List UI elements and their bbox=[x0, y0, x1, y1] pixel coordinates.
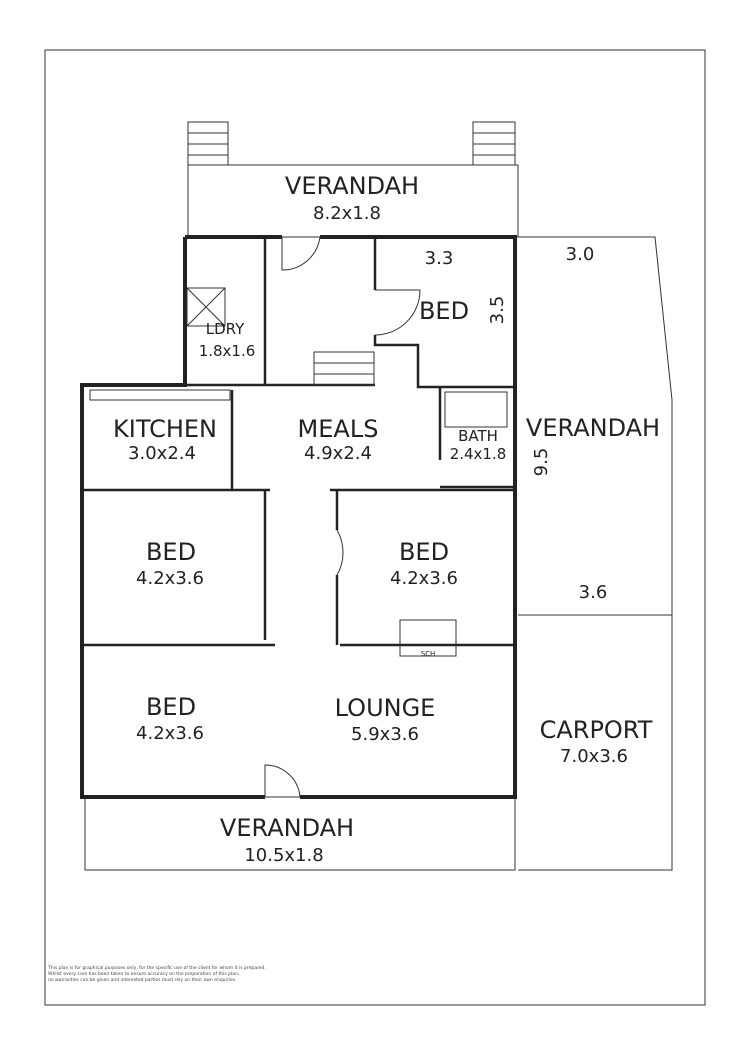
lounge-name: LOUNGE bbox=[335, 694, 436, 722]
disclaimer-line: This plan is for graphical purposes only… bbox=[48, 966, 266, 971]
bed-mid-size: 4.2x3.6 bbox=[390, 568, 458, 589]
page-border bbox=[44, 49, 706, 1006]
ldry-size: 1.8x1.6 bbox=[199, 342, 256, 360]
bed-top-name: BED bbox=[419, 297, 469, 325]
verandah-side-length: 9.5 bbox=[531, 448, 552, 477]
verandah-bottom-size: 10.5x1.8 bbox=[244, 845, 323, 866]
disclaimer-line: no warranties can be given and intereste… bbox=[48, 978, 237, 983]
bath-size: 2.4x1.8 bbox=[450, 445, 507, 463]
bed-bottom-size: 4.2x3.6 bbox=[136, 723, 204, 744]
verandah-side-width-top: 3.0 bbox=[566, 244, 595, 265]
carport-size: 7.0x3.6 bbox=[560, 746, 628, 767]
verandah-top-name: VERANDAH bbox=[285, 172, 419, 200]
heater-label: SCH bbox=[421, 650, 436, 658]
meals-size: 4.9x2.4 bbox=[304, 443, 372, 464]
verandah-side-name: VERANDAH bbox=[526, 414, 660, 442]
lounge-size: 5.9x3.6 bbox=[351, 724, 419, 745]
disclaimer-line: Whilst every care has been taken to ensu… bbox=[48, 972, 240, 977]
verandah-side-outline bbox=[518, 236, 673, 871]
bed-bottom-name: BED bbox=[146, 693, 196, 721]
disclaimer: This plan is for graphical purposes only… bbox=[48, 966, 348, 984]
bed-left-name: BED bbox=[146, 538, 196, 566]
bed-left-size: 4.2x3.6 bbox=[136, 568, 204, 589]
ldry-name: LDRY bbox=[206, 320, 245, 338]
interior-walls bbox=[82, 236, 515, 798]
verandah-bottom-name: VERANDAH bbox=[220, 814, 354, 842]
bed-top-depth: 3.5 bbox=[487, 296, 508, 325]
bath-name: BATH bbox=[458, 427, 498, 445]
verandah-side-width-bottom: 3.6 bbox=[579, 582, 608, 603]
bed-top-width: 3.3 bbox=[425, 248, 454, 269]
bed-mid-name: BED bbox=[399, 538, 449, 566]
verandah-top-size: 8.2x1.8 bbox=[313, 203, 381, 224]
carport-name: CARPORT bbox=[540, 716, 653, 744]
kitchen-size: 3.0x2.4 bbox=[128, 443, 196, 464]
meals-name: MEALS bbox=[298, 415, 379, 443]
kitchen-name: KITCHEN bbox=[113, 415, 217, 443]
